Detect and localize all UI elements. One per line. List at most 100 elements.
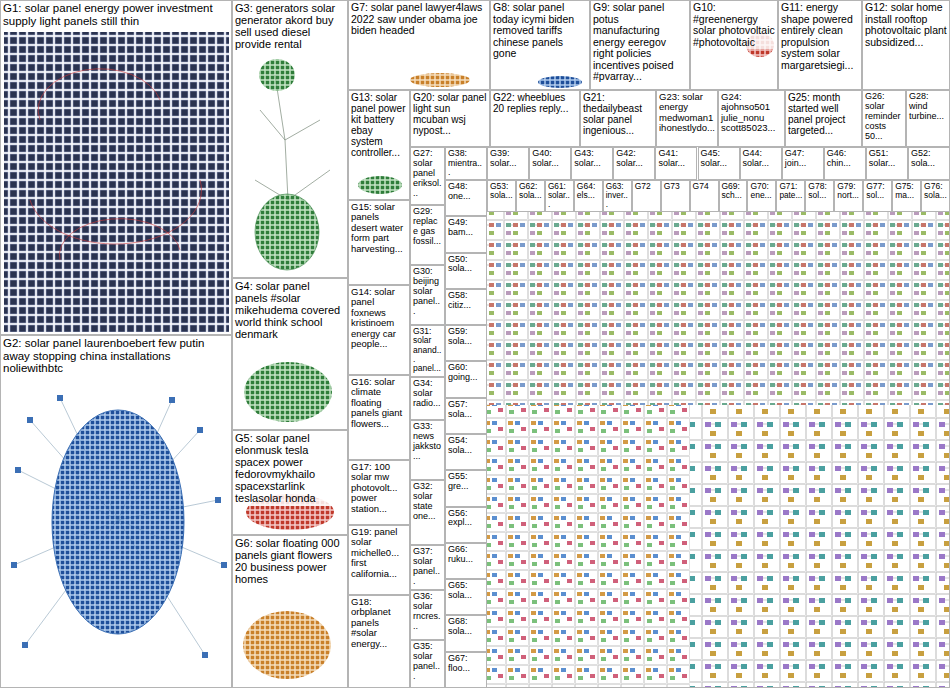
group-label: G7: solar panel lawyer4laws 2022 saw und… bbox=[349, 1, 489, 38]
group-label: G61: solar... bbox=[546, 181, 573, 210]
group-box: G72 bbox=[632, 180, 661, 212]
group-label: G48: one... bbox=[446, 181, 486, 203]
group-label: G75: ma... bbox=[893, 181, 920, 202]
group-box: G25: month started well panel project ta… bbox=[785, 90, 862, 147]
group-label: G78: sol... bbox=[806, 181, 833, 202]
group-box: G17: 100 solar mw photovolt... power sta… bbox=[348, 460, 410, 525]
group-label: G72 bbox=[633, 181, 660, 192]
group-box: G4: solar panel panels #solar mikehudema… bbox=[232, 278, 348, 430]
group-box: G15: solar panels desert water form part… bbox=[348, 200, 410, 285]
group-label: G33: news jakksto... bbox=[411, 421, 444, 463]
group-box: G65: sola... bbox=[445, 579, 487, 615]
group-box: G57: sola... bbox=[445, 398, 487, 434]
group-label: G66: ruku... bbox=[446, 544, 486, 566]
group-label: G47: join... bbox=[783, 148, 823, 170]
group-label: G46: chin... bbox=[825, 148, 865, 170]
group-box: G58: citiz... bbox=[445, 289, 487, 325]
group-label: G62: sola... bbox=[517, 181, 544, 202]
group-label: G12: solar home install rooftop photovol… bbox=[863, 1, 949, 49]
group-box: G64: els... bbox=[574, 180, 603, 212]
group-label: G8: solar panel today icymi biden remove… bbox=[491, 1, 589, 61]
group-label: G71: pate... bbox=[777, 181, 804, 201]
group-box: G26: solar reminder costs 50... bbox=[862, 90, 906, 147]
group-box: G29: replace gas fossil... bbox=[410, 205, 445, 265]
group-box: G35: solar panel... bbox=[410, 640, 445, 688]
group-label: G50: sola... bbox=[446, 254, 486, 276]
group-label: G30: beijing solar panel... bbox=[411, 266, 444, 317]
group-box: G60: going... bbox=[445, 361, 487, 397]
group-label: G20: solar panel light sun mcuban wsj ny… bbox=[411, 91, 489, 137]
group-label: G79: nort... bbox=[835, 181, 862, 202]
group-label: G37: solar panel... bbox=[411, 546, 444, 588]
group-label: G39: solar... bbox=[488, 148, 528, 170]
group-box: G79: nort... bbox=[834, 180, 863, 212]
group-label: G73 bbox=[662, 181, 689, 192]
group-box: G67: floo... bbox=[445, 652, 487, 688]
group-box: G39: solar... bbox=[487, 147, 529, 180]
group-box: G75: ma... bbox=[892, 180, 921, 212]
edge-lines bbox=[14, 398, 224, 655]
group-box: G77: sol... bbox=[863, 180, 892, 212]
vertex-cluster bbox=[255, 194, 319, 270]
group-label: G42: solar... bbox=[614, 148, 654, 170]
group-box: G8: solar panel today icymi biden remove… bbox=[490, 0, 590, 90]
group-box: G48: one... bbox=[445, 180, 487, 216]
group-box: G32: solar state one... bbox=[410, 480, 445, 545]
group-box: G23: solar energy medwoman1 ihonestlydo.… bbox=[656, 90, 718, 147]
group-label: G1: solar panel energy power investment … bbox=[1, 1, 231, 28]
group-label: G65: sola... bbox=[446, 580, 486, 602]
group-box: G53: sola... bbox=[487, 180, 516, 212]
group-box: G74 bbox=[690, 180, 719, 212]
group-box: G66: ruku... bbox=[445, 543, 487, 579]
group-grid bbox=[487, 212, 950, 405]
group-label: G77: sol... bbox=[864, 181, 891, 202]
group-box: G16: solar climate floating panels giant… bbox=[348, 375, 410, 460]
group-label: G41: solar... bbox=[656, 148, 696, 170]
group-label: G51: solar... bbox=[867, 148, 907, 170]
group-box: G69: sch... bbox=[719, 180, 748, 212]
group-label: G45: solar... bbox=[699, 148, 739, 170]
group-box: G31: solar anand... panel... bbox=[410, 325, 445, 377]
group-box: G78: sol... bbox=[805, 180, 834, 212]
group-box: G30: beijing solar panel... bbox=[410, 265, 445, 325]
group-label: G17: 100 solar mw photovolt... power sta… bbox=[349, 461, 409, 515]
group-box: G43: solar... bbox=[571, 147, 613, 180]
group-box: G70: ene... bbox=[747, 180, 776, 212]
group-label: G76: sola... bbox=[922, 181, 949, 202]
group-label: G34: solar radio... bbox=[411, 378, 444, 410]
group-box: G49: bam... bbox=[445, 216, 487, 252]
group-box: G14: solar panel foxnews kristinoem ener… bbox=[348, 285, 410, 375]
group-label: G16: solar climate floating panels giant… bbox=[349, 376, 409, 430]
group-box: G63: inver... bbox=[603, 180, 632, 212]
group-label: G44: solar... bbox=[741, 148, 781, 170]
edge-lines bbox=[255, 75, 330, 200]
group-label: G35: solar panel... bbox=[411, 641, 444, 683]
group-box: G11: energy shape powered entirely clean… bbox=[778, 0, 862, 90]
vertex-cluster bbox=[538, 76, 582, 88]
group-box: G71: pate... bbox=[776, 180, 805, 212]
group-label: G28: wind turbine... bbox=[907, 91, 949, 123]
vertex-cluster bbox=[410, 73, 470, 87]
group-label: G29: replace gas fossil... bbox=[411, 206, 444, 248]
group-label: G68: sola... bbox=[446, 616, 486, 638]
vertex-grid bbox=[4, 32, 229, 332]
group-label: G22: wheeblues 20 replies reply... bbox=[491, 91, 579, 115]
vertex-cluster bbox=[52, 410, 184, 634]
group-box: G42: solar... bbox=[613, 147, 655, 180]
group-box: G7: solar panel lawyer4laws 2022 saw und… bbox=[348, 0, 490, 90]
group-box: G59: sola... bbox=[445, 325, 487, 361]
group-box: G3: generators solar generator akord buy… bbox=[232, 0, 348, 278]
group-label: G26: solar reminder costs 50... bbox=[863, 91, 905, 142]
group-label: G32: solar state one... bbox=[411, 481, 444, 523]
vertex-marks bbox=[11, 395, 227, 658]
group-box: G19: panel solar michelle0... first cali… bbox=[348, 525, 410, 595]
group-label: G38: mientra... bbox=[446, 148, 486, 179]
group-label: G3: generators solar generator akord buy… bbox=[233, 1, 347, 51]
group-label: G4: solar panel panels #solar mikehudema… bbox=[233, 279, 347, 341]
group-label: G5: solar panel elonmusk tesla spacex po… bbox=[233, 431, 347, 506]
group-box: G6: solar floating 000 panels giant flow… bbox=[232, 535, 348, 688]
group-label: G36: solar rncres... bbox=[411, 591, 444, 633]
group-label: G70: ene... bbox=[748, 181, 775, 202]
